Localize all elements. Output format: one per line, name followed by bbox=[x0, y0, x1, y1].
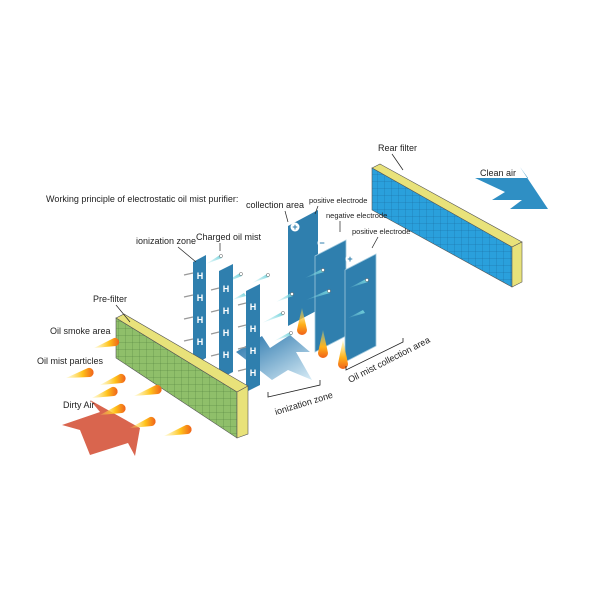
h-symbol: H bbox=[197, 271, 204, 281]
label-oil-mist-particles: Oil mist particles bbox=[37, 356, 104, 366]
label-oil-smoke-area: Oil smoke area bbox=[50, 326, 111, 336]
label-charged-oil-mist: Charged oil mist bbox=[196, 232, 262, 242]
label-pre-filter: Pre-filter bbox=[93, 294, 127, 304]
h-symbol: H bbox=[250, 346, 257, 356]
pre-filter bbox=[115, 313, 249, 439]
label-clean-air: Clean air bbox=[480, 168, 516, 178]
label-positive-electrode-1: positive electrode bbox=[309, 196, 367, 205]
h-symbol: H bbox=[223, 284, 230, 294]
plus-symbol: + bbox=[292, 222, 297, 232]
h-symbol: H bbox=[197, 315, 204, 325]
charge-dots bbox=[219, 254, 369, 335]
label-rear-filter: Rear filter bbox=[378, 143, 417, 153]
h-symbol: H bbox=[197, 337, 204, 347]
diagram-title: Working principle of electrostatic oil m… bbox=[46, 194, 238, 204]
label-collection-area: collection area bbox=[246, 200, 304, 210]
collected-oil-drops bbox=[297, 308, 348, 369]
label-negative-electrode: negative electrode bbox=[326, 211, 387, 220]
minus-symbol: − bbox=[319, 238, 324, 248]
rear-filter bbox=[371, 163, 523, 288]
h-symbol: H bbox=[223, 306, 230, 316]
h-symbol: H bbox=[197, 293, 204, 303]
label-dirty-air: Dirty Air bbox=[63, 400, 95, 410]
oil-mist-particles bbox=[66, 337, 192, 436]
h-symbol: H bbox=[250, 302, 257, 312]
h-symbol: H bbox=[223, 350, 230, 360]
h-symbol: H bbox=[223, 328, 230, 338]
h-symbol: H bbox=[250, 368, 257, 378]
plus-symbol: + bbox=[347, 254, 352, 264]
h-symbol: H bbox=[250, 324, 257, 334]
clean-air-arrow bbox=[475, 167, 548, 209]
label-positive-electrode-2: positive electrode bbox=[352, 227, 410, 236]
dirty-air-arrow bbox=[62, 400, 140, 456]
label-ionization-zone-top: ionization zone bbox=[136, 236, 196, 246]
ionization-electrodes bbox=[183, 255, 260, 392]
